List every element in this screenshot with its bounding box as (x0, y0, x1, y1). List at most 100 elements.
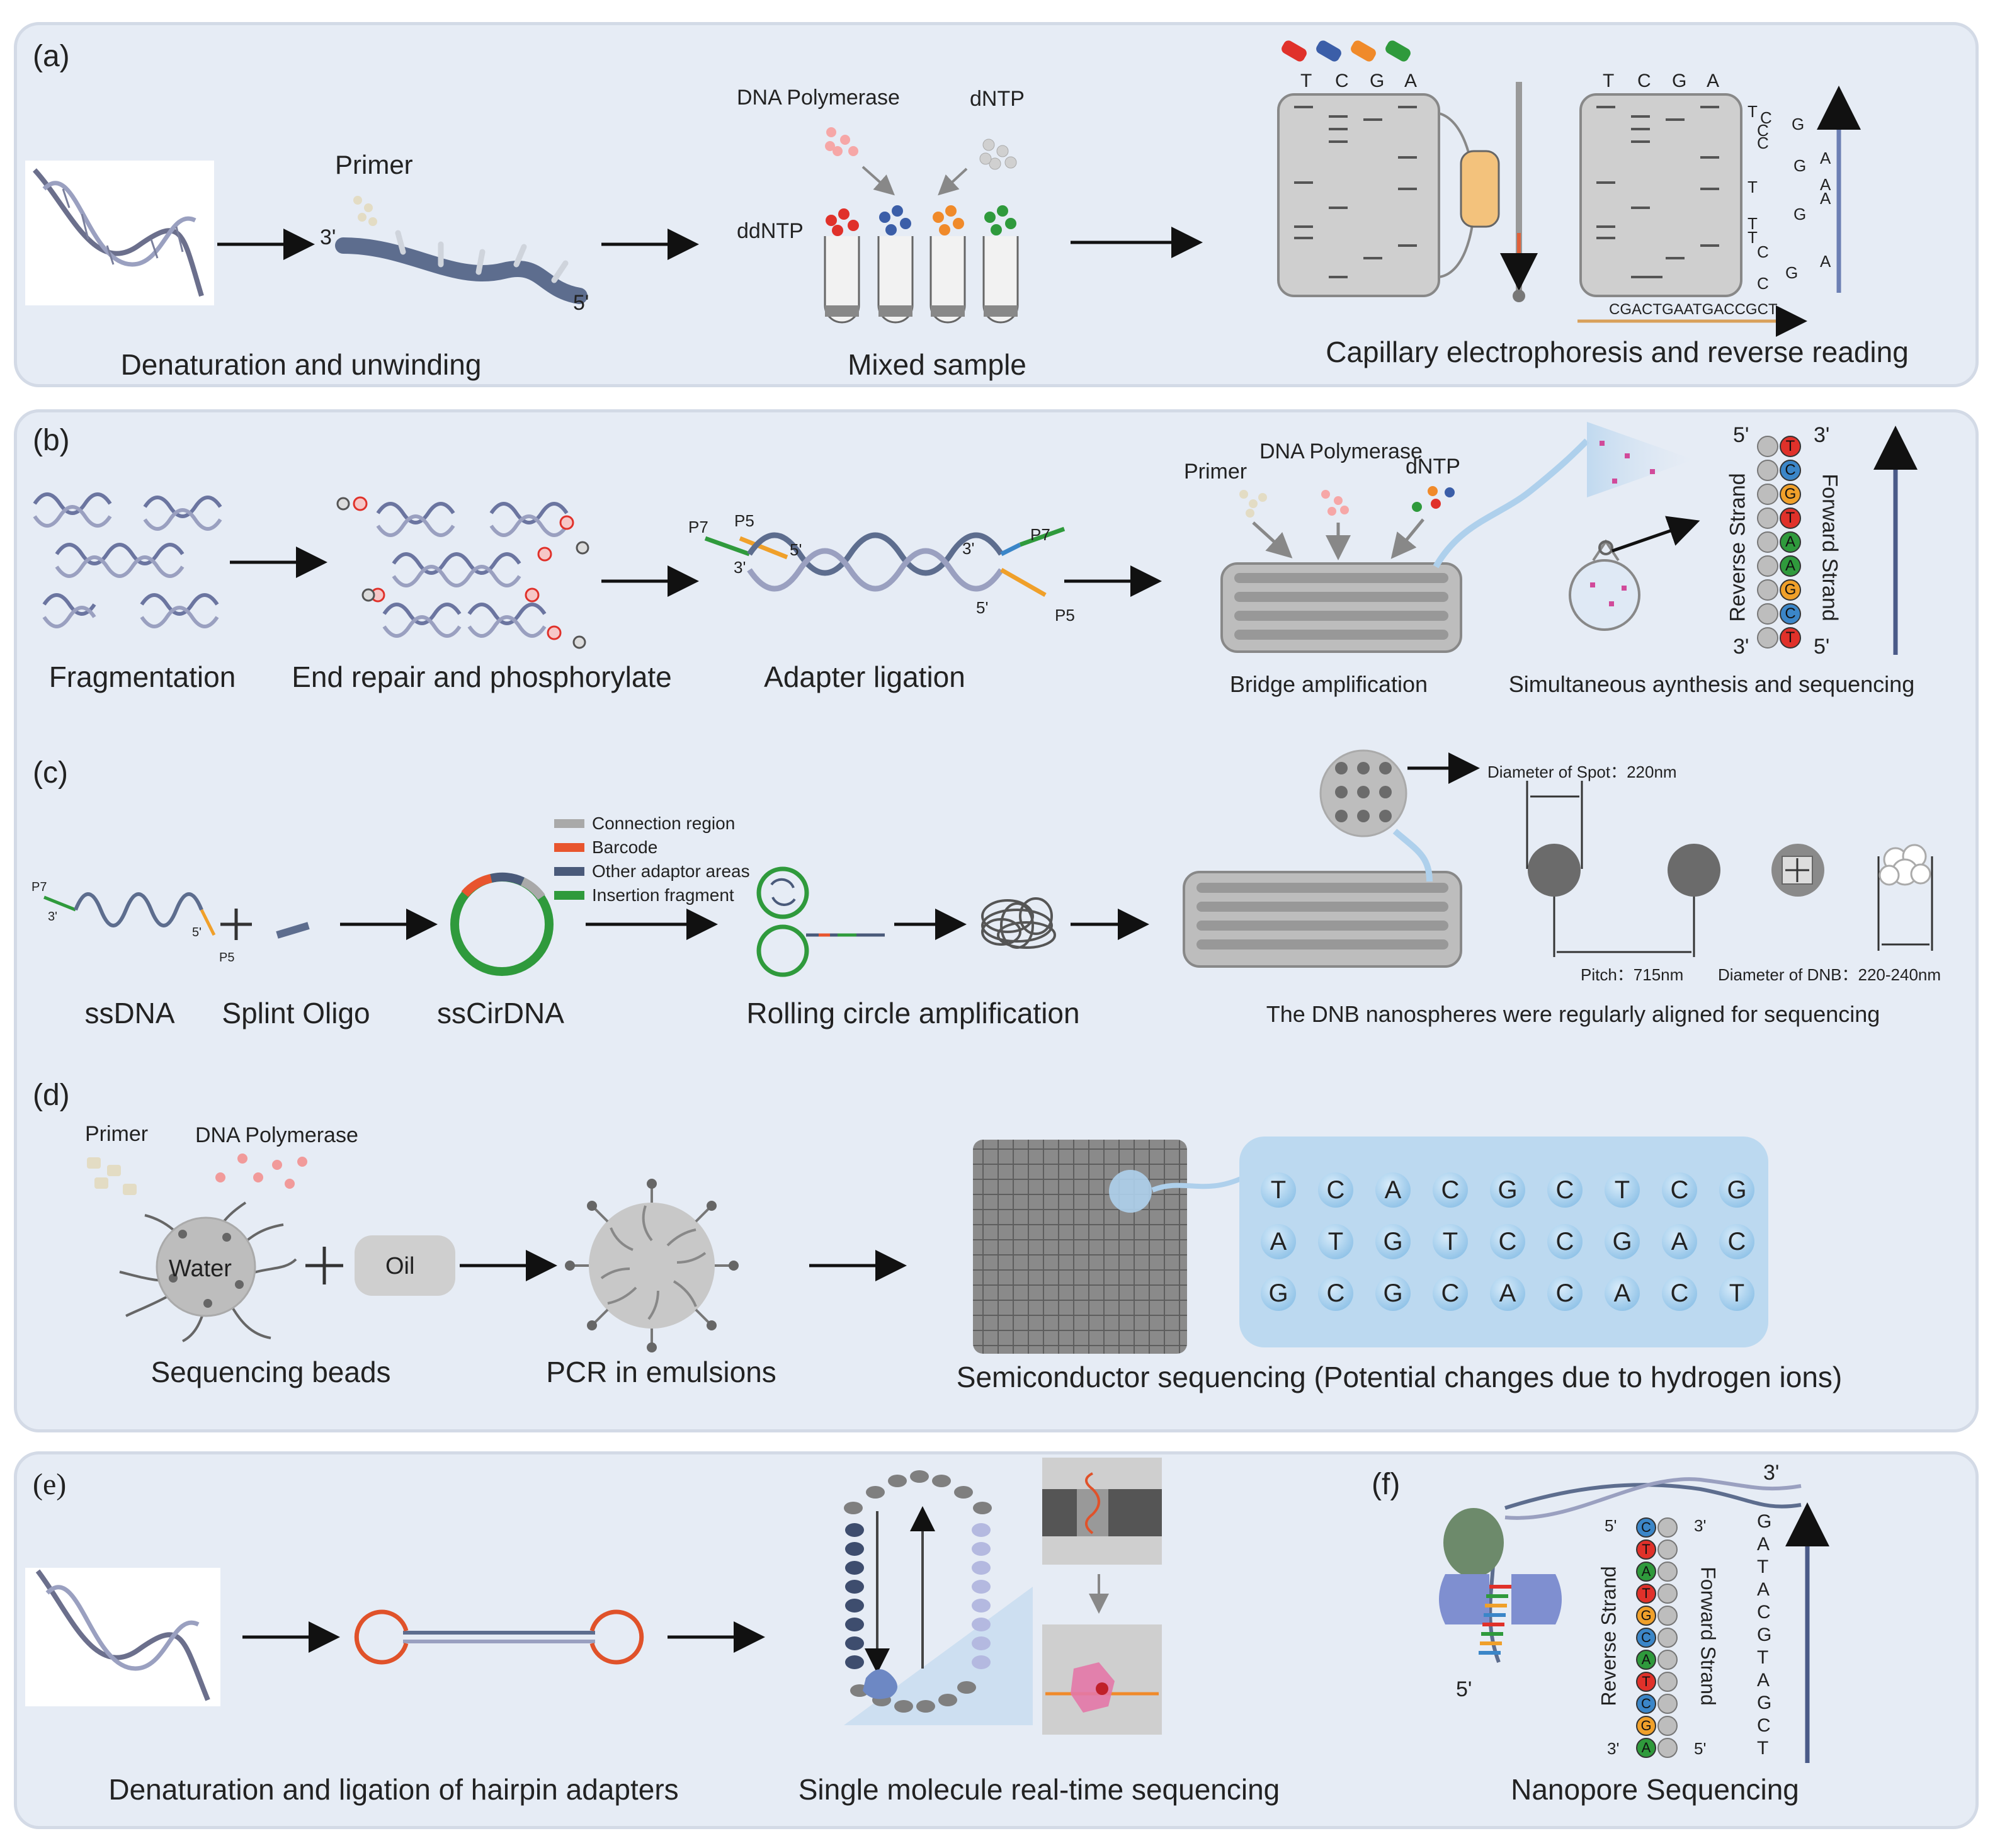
caption-sscirdna: ssCirDNA (437, 997, 564, 1029)
adapter-ligation-helix (704, 526, 1066, 598)
base-circle: T (1780, 507, 1801, 529)
hairpin-adapter (354, 1609, 644, 1665)
panel-f-label: (f) (1372, 1468, 1401, 1501)
caption-bridge: Bridge amplification (1229, 671, 1428, 697)
base-circle: T (1780, 627, 1801, 649)
caption-ssdna: ssDNA (84, 997, 175, 1029)
caption-end-repair: End repair and phosphorylate (292, 660, 672, 693)
caption-rolling: Rolling circle amplification (746, 997, 1080, 1029)
panel-d-label: (d) (33, 1079, 70, 1112)
gray-base (1757, 555, 1778, 577)
bridge-flowcell (1220, 422, 1918, 655)
end-5-label-b-bottom: 5' (1814, 635, 1830, 659)
fragments-b (33, 492, 222, 628)
read-letter: T (1757, 1647, 1769, 1668)
ssdna-c (43, 892, 310, 940)
read-letter: G (1785, 263, 1799, 282)
caption-adapter: Adapter ligation (764, 660, 965, 693)
grid-base-cell: G (1375, 1276, 1411, 1311)
primer-strand-a (335, 196, 588, 304)
gray-base (1757, 531, 1778, 553)
p7-label-b-left: P7 (688, 518, 708, 536)
gray-base (1657, 1628, 1678, 1648)
grid-base-cell: A (1605, 1276, 1640, 1311)
caption-hairpin: Denaturation and ligation of hairpin ada… (108, 1773, 679, 1806)
gel-header-base: C (1637, 71, 1651, 91)
end-3-label-b-bottom: 3' (1733, 635, 1749, 659)
read-letter: A (1757, 1579, 1770, 1600)
read-letter: A (1820, 175, 1831, 194)
legend-item-label: Connection region (592, 813, 736, 833)
gray-base (1757, 507, 1778, 529)
caption-dnb: The DNB nanospheres were regularly align… (1266, 1001, 1880, 1027)
dnb-ball (981, 897, 1056, 949)
read-letter: C (1760, 108, 1772, 127)
gel-header-base: T (1603, 71, 1615, 91)
end-5-label-f-col: 5' (1605, 1516, 1617, 1535)
gel-header-base: G (1370, 71, 1385, 91)
grid-base-cell: C (1490, 1224, 1525, 1259)
sscirdna-circle (450, 872, 554, 976)
end-5-label-a: 5' (573, 291, 589, 315)
base-circle: C (1780, 603, 1801, 625)
caption-fragmentation: Fragmentation (48, 660, 236, 693)
gray-base (1757, 579, 1778, 601)
caption-nanopore: Nanopore Sequencing (1511, 1773, 1799, 1806)
grid-base-cell: C (1547, 1276, 1583, 1311)
gel-header-base: A (1404, 71, 1418, 91)
diameter-dnb-label: Diameter of DNB：220-240nm (1718, 965, 1941, 984)
base-circle: G (1780, 579, 1801, 601)
end-3-label-f-col: 3' (1694, 1516, 1707, 1535)
ddntp-label-a: ddNTP (737, 219, 804, 243)
read-letter: T (1757, 1738, 1769, 1759)
dnb-flowcell (1183, 749, 1933, 968)
gray-base (1757, 436, 1778, 457)
base-circle: A (1780, 531, 1801, 553)
grid-base-cell: C (1318, 1172, 1353, 1208)
grid-base-cell: G (1375, 1224, 1411, 1259)
end-3-label-b-left: 3' (734, 558, 746, 577)
forward-strand-label-f: Forward Strand (1697, 1567, 1720, 1706)
read-letter: G (1792, 115, 1805, 133)
read-letter: C (1757, 242, 1769, 261)
capillary-gel (1277, 40, 1861, 337)
end-repair-fragments (336, 496, 589, 649)
read-letter: A (1757, 1534, 1770, 1555)
read-letter: A (1820, 252, 1831, 271)
caption-pcr: PCR in emulsions (546, 1356, 776, 1388)
sequencing-bead (87, 1154, 455, 1342)
grid-base-cell: C (1433, 1276, 1468, 1311)
end-3-label-a: 3' (320, 225, 336, 249)
grid-base-cell: A (1261, 1224, 1296, 1259)
base-circle: T (1636, 1584, 1656, 1604)
nanopore (1439, 1477, 1829, 1763)
base-circle: T (1636, 1539, 1656, 1560)
grid-base-cell: G (1719, 1172, 1754, 1208)
read-letter: G (1793, 205, 1807, 224)
panel-a-label: (a) (33, 40, 70, 73)
base-circle: G (1636, 1606, 1656, 1626)
grid-base-cell: C (1547, 1172, 1583, 1208)
base-circle: C (1780, 460, 1801, 481)
grid-base-cell: A (1375, 1172, 1411, 1208)
dna-polymerase-label-b: DNA Polymerase (1259, 439, 1423, 463)
base-circle: C (1636, 1628, 1656, 1648)
caption-simultaneous: Simultaneous aynthesis and sequencing (1508, 671, 1915, 697)
semiconductor-chip (973, 1137, 1768, 1354)
grid-base-cell: C (1662, 1276, 1697, 1311)
gray-base (1657, 1694, 1678, 1714)
gel-header-base: A (1707, 71, 1720, 91)
grid-base-cell: G (1490, 1172, 1525, 1208)
diameter-spot-label: Diameter of Spot：220nm (1487, 762, 1677, 781)
read-letter: C (1757, 121, 1769, 140)
read-letter: A (1820, 189, 1831, 208)
p5-label-c: P5 (219, 951, 235, 965)
read-letter: C (1757, 1715, 1771, 1736)
p7-label-b-right: P7 (1030, 525, 1050, 544)
caption-capillary: Capillary electrophoresis and reverse re… (1326, 336, 1909, 368)
panel-c-label: (c) (33, 756, 68, 790)
base-circle: T (1636, 1672, 1656, 1692)
smrt-loop (844, 1458, 1162, 1735)
gray-base (1657, 1672, 1678, 1692)
